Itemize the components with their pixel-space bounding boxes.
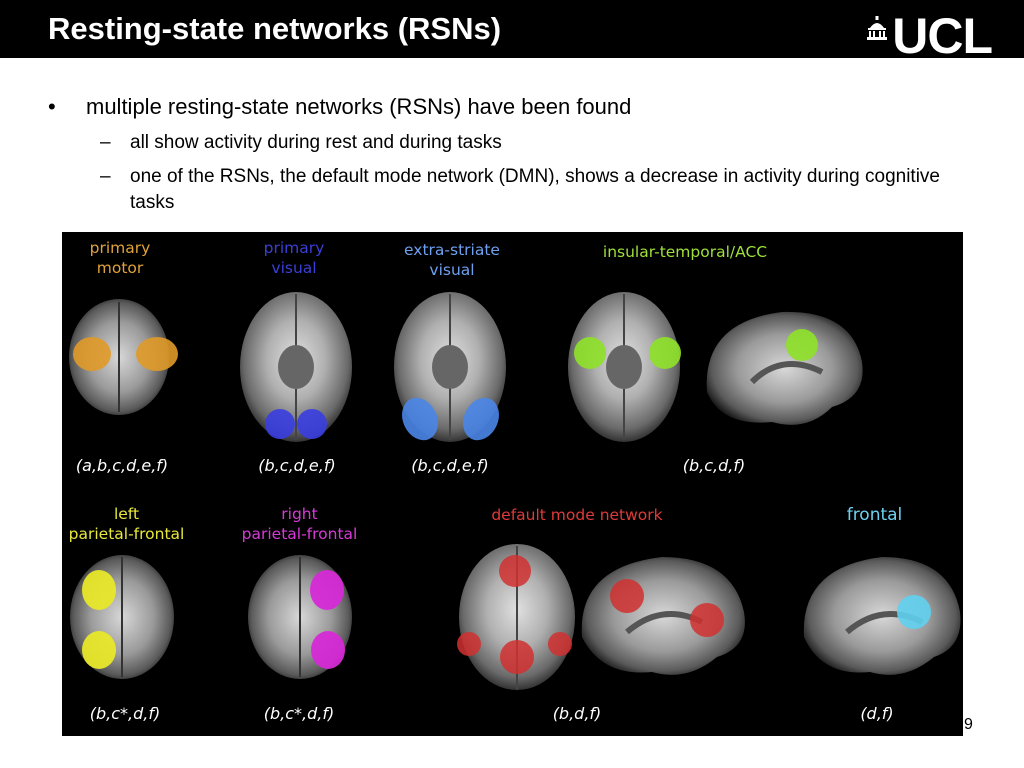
motor-right-blob — [136, 337, 178, 371]
label-default-mode-network: default mode network — [491, 506, 663, 524]
citation: (a,b,c,d,e,f) — [75, 456, 169, 475]
citation: (b,c,d,f) — [682, 456, 746, 475]
bullet-text: multiple resting-state networks (RSNs) h… — [86, 94, 632, 119]
portico-dome-icon — [867, 16, 888, 40]
citation: (d,f) — [860, 704, 894, 723]
dash-marker: – — [100, 132, 111, 153]
ucl-wordmark: UCL — [892, 8, 993, 64]
brain-insular-axial — [568, 292, 681, 442]
page-number: 9 — [964, 716, 973, 733]
brain-dmn-sagittal — [581, 557, 745, 675]
label-insular-temporal: insular-temporal/ACC — [602, 243, 768, 261]
citation: (b,c*,d,f) — [263, 704, 335, 723]
brain-insular-sagittal — [706, 311, 863, 425]
citation: (b,c,d,e,f) — [258, 456, 336, 475]
brain-primary-motor — [69, 299, 178, 415]
brain-right-parietal-frontal — [248, 555, 352, 679]
brain-primary-visual — [240, 292, 352, 442]
slide-title: Resting-state networks (RSNs) — [48, 11, 502, 46]
title-bar: Resting-state networks (RSNs) UCL — [0, 0, 1024, 64]
bullet-marker: • — [48, 94, 56, 119]
brain-frontal-sagittal — [803, 557, 961, 675]
brain-left-parietal-frontal — [70, 555, 174, 679]
citation: (b,c,d,e,f) — [411, 456, 489, 475]
brain-maps-svg — [69, 292, 961, 690]
citation: (b,d,f) — [552, 704, 602, 723]
brain-dmn-axial — [457, 544, 575, 690]
motor-left-blob — [73, 337, 111, 371]
label-frontal: frontal — [846, 505, 903, 525]
sub-bullet-text: all show activity during rest and during… — [130, 132, 502, 153]
dash-marker: – — [100, 166, 111, 187]
sub-bullet-text: one of the RSNs, the default mode networ… — [130, 166, 940, 213]
citation: (b,c*,d,f) — [89, 704, 161, 723]
ucl-logo: UCL — [866, 8, 993, 64]
brain-extra-striate-visual — [394, 292, 506, 442]
